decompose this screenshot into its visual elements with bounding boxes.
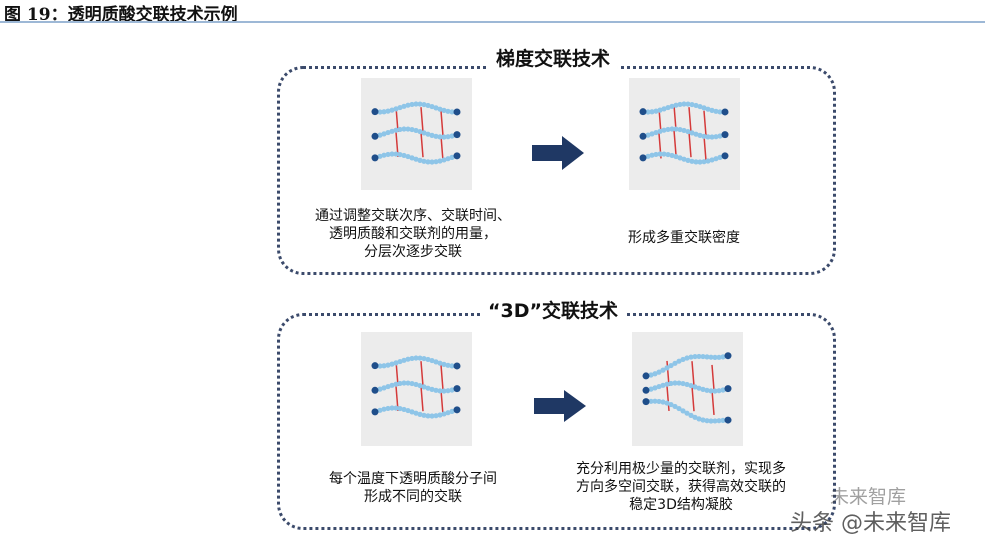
left-caption: 每个温度下透明质酸分子间 形成不同的交联 [329, 470, 497, 506]
molecule-image-3d [632, 332, 743, 446]
right-caption: 形成多重交联密度 [628, 229, 740, 247]
watermark-line2: 头条 @未来智库 [790, 511, 951, 536]
molecule-diagram [371, 355, 461, 419]
molecule-diagram [642, 352, 732, 424]
panel-title: 梯度交联技术 [487, 44, 619, 71]
caption-line: 形成多重交联密度 [628, 230, 740, 246]
panel-title: “3D”交联技术 [480, 296, 626, 323]
caption-line: 充分利用极少量的交联剂，实现多 [576, 461, 786, 477]
watermark-line1: 未来智库 [830, 486, 907, 508]
molecule-image-before [361, 332, 472, 446]
right-caption: 充分利用极少量的交联剂，实现多 方向多空间交联，获得高效交联的 稳定3D结构凝胶 [576, 460, 786, 514]
caption-line: 透明质酸和交联剂的用量， [329, 226, 497, 242]
caption-line: 每个温度下透明质酸分子间 [329, 471, 497, 487]
figure-title: 图 19：透明质酸交联技术示例 [4, 5, 238, 25]
molecule-image-before [361, 78, 472, 190]
title-rule [0, 21, 985, 23]
molecule-image-after [629, 78, 740, 190]
caption-line: 形成不同的交联 [364, 489, 462, 505]
arrow-right-icon [532, 136, 584, 170]
molecule-diagram [639, 101, 729, 165]
left-caption: 通过调整交联次序、交联时间、 透明质酸和交联剂的用量， 分层次逐步交联 [315, 207, 511, 261]
molecule-diagram [371, 101, 461, 165]
caption-line: 分层次逐步交联 [364, 244, 462, 260]
caption-line: 通过调整交联次序、交联时间、 [315, 208, 511, 224]
arrow-right-icon [534, 390, 586, 422]
caption-line: 方向多空间交联，获得高效交联的 [576, 479, 786, 495]
caption-line: 稳定3D结构凝胶 [629, 497, 733, 513]
